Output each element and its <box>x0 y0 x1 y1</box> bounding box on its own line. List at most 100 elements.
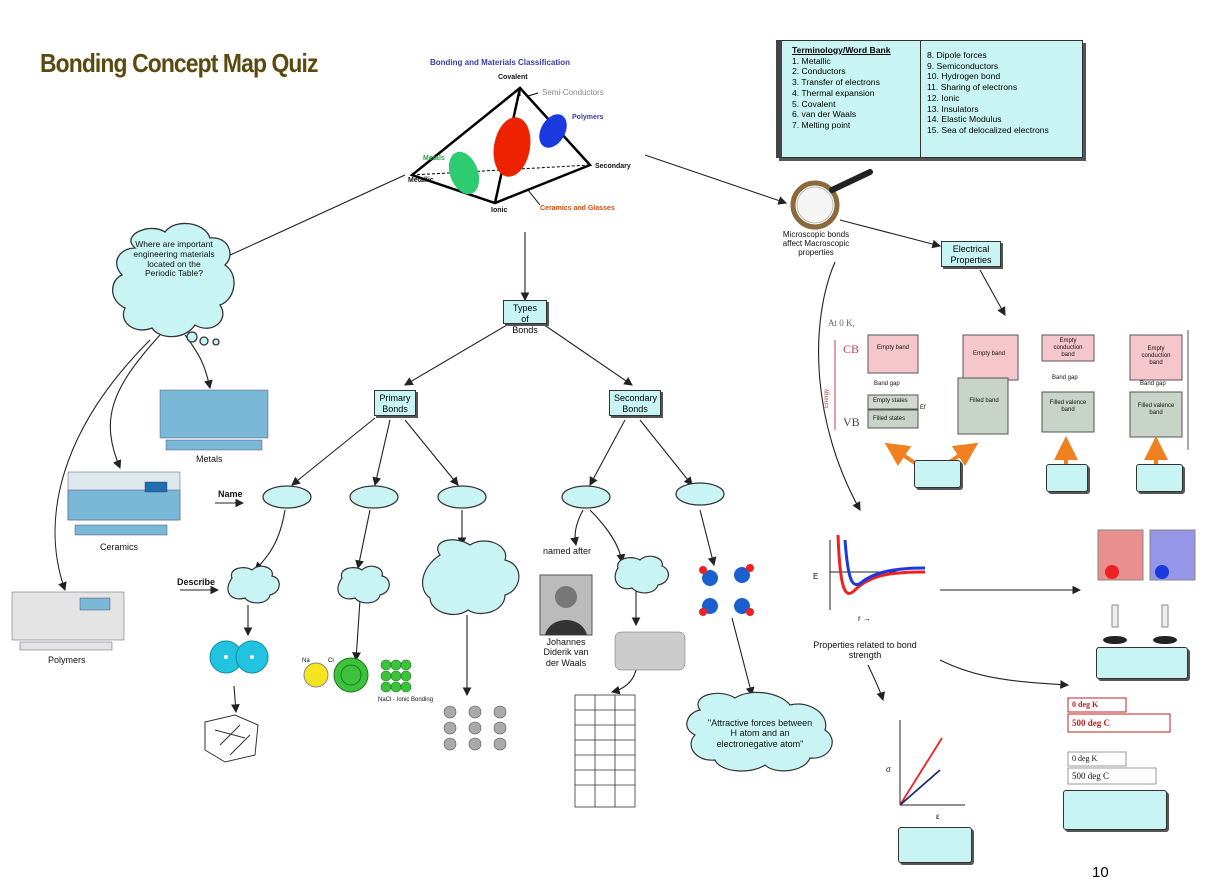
label-cl: Cl <box>328 658 334 664</box>
periodic-table-polymers <box>11 591 125 651</box>
temp-500c-b: 500 deg C <box>1072 771 1109 781</box>
label-energy: Energy <box>824 388 831 408</box>
question-cloud <box>111 222 235 346</box>
label-metallic: Metallic <box>408 177 434 184</box>
ice-lattice-icon <box>574 694 636 808</box>
magnifying-glass-icon <box>790 169 873 230</box>
word-bank-item: 15. Sea of delocalized electrons <box>927 125 1049 136</box>
label-na: Na <box>302 658 310 664</box>
label-at-0k: At 0 K, <box>828 318 855 328</box>
word-bank-item: 10. Hydrogen bond <box>927 71 1001 82</box>
water-molecules-icon <box>699 564 754 616</box>
word-bank: Terminology/Word Bank 1. Metallic 2. Con… <box>776 40 1083 158</box>
label-filled-valence-band-2: Filled valence band <box>1137 403 1175 416</box>
periodic-table-metals <box>159 389 269 451</box>
crystal-structure-icon <box>204 714 259 763</box>
label-band-gap-3: Band gap <box>1140 381 1166 387</box>
label-cb: CB <box>843 342 860 356</box>
temperature-bars <box>1067 697 1171 785</box>
answer-box-melting[interactable] <box>1063 790 1167 830</box>
ionic-atoms-icon <box>303 657 412 693</box>
temp-0k-a: 0 deg K <box>1072 700 1099 709</box>
covalent-atoms-icon <box>209 640 269 674</box>
answer-box-insulator[interactable] <box>1136 464 1183 492</box>
label-hydrogen-bond-quote: "Attractive forces between H atom and an… <box>707 718 813 749</box>
word-bank-item: 13. Insulators <box>927 103 979 114</box>
label-name: Name <box>218 489 243 499</box>
label-filled-states: Filled states <box>873 416 906 422</box>
label-periodic-polymers: Polymers <box>48 655 86 665</box>
label-periodic-ceramics: Ceramics <box>100 542 139 552</box>
metallic-lattice-icon <box>443 705 507 751</box>
label-empty-band: Empty band <box>876 345 910 351</box>
page-title: Bonding Concept Map Quiz <box>40 48 318 78</box>
cloud-question-text: Where are important engineering material… <box>133 239 215 279</box>
van-der-waals-portrait <box>539 574 593 636</box>
label-ceramics-glasses: Ceramics and Glasses <box>540 205 615 212</box>
label-nacl-caption: NaCl - Ionic Bonding <box>378 697 434 703</box>
label-band-gap-2: Band gap <box>1052 375 1078 381</box>
label-r-axis: r → <box>858 614 871 623</box>
label-sigma: σ <box>886 765 891 774</box>
polymer-chain-icon <box>614 631 686 671</box>
label-semiconductors: Semi-Conductors <box>542 88 604 97</box>
label-ionic: Ionic <box>491 207 508 214</box>
label-e-axis: E <box>813 572 819 581</box>
label-named-after: named after <box>543 546 592 556</box>
word-bank-item: 4. Thermal expansion <box>792 87 875 98</box>
node-electrical-properties: Electrical Properties <box>941 241 1001 267</box>
word-bank-item: 11. Sharing of electrons <box>927 82 1018 93</box>
word-bank-item: 1. Metallic <box>792 55 831 66</box>
connector-arrows <box>54 154 1082 714</box>
label-bond-strength: Properties related to bond strength <box>813 640 917 661</box>
label-micro-macro: Microscopic bonds affect Macroscopic pro… <box>782 230 850 258</box>
label-empty-conduction-band-2: Empty conduction band <box>1141 346 1171 366</box>
answer-box-semiconductor[interactable] <box>1046 464 1088 492</box>
label-empty-band-2: Empty band <box>972 351 1006 357</box>
label-filled-band: Filled band <box>969 398 999 404</box>
periodic-table-ceramics <box>67 471 181 536</box>
label-band-gap: Band gap <box>874 381 900 387</box>
answer-clouds <box>227 539 833 772</box>
stress-strain-graph <box>899 720 965 806</box>
node-primary-bonds: Primary Bonds <box>374 390 416 416</box>
word-bank-item: 2. Conductors <box>792 66 846 77</box>
pyramid-heading: Bonding and Materials Classification <box>430 58 571 67</box>
temp-500c-a: 500 deg C <box>1072 718 1110 728</box>
band-diagram <box>834 330 1189 450</box>
word-bank-item: 6. van der Waals <box>792 109 857 120</box>
answer-box-modulus[interactable] <box>898 827 972 863</box>
label-periodic-metals: Metals <box>196 454 223 464</box>
label-epsilon: ε <box>936 812 940 821</box>
label-vb: VB <box>843 415 860 429</box>
answer-ellipses <box>262 482 725 509</box>
answer-box-conductor[interactable] <box>914 460 961 488</box>
word-bank-item: 5. Covalent <box>792 98 836 109</box>
label-filled-valence-band: Filled valence band <box>1049 400 1087 413</box>
energy-distance-graph <box>829 534 926 610</box>
bonding-pyramid <box>409 86 593 206</box>
heating-beakers-icon <box>1097 529 1196 644</box>
word-bank-item: 12. Ionic <box>927 92 960 103</box>
word-bank-item: 9. Semiconductors <box>927 60 999 71</box>
label-polymers: Polymers <box>572 114 604 121</box>
word-bank-item: 14. Elastic Modulus <box>927 114 1002 125</box>
label-empty-conduction-band: Empty conduction band <box>1053 338 1083 358</box>
label-describe: Describe <box>177 577 216 587</box>
answer-box-thermal[interactable] <box>1096 647 1188 679</box>
word-bank-item: 7. Melting point <box>792 120 851 131</box>
label-covalent: Covalent <box>498 74 528 81</box>
word-bank-item: 8. Dipole forces <box>927 50 987 60</box>
page-number: 10 <box>1092 864 1109 881</box>
node-types-of-bonds: Types of Bonds <box>503 300 547 335</box>
label-empty-states: Empty states <box>873 398 908 404</box>
label-ef: Ef <box>920 405 926 411</box>
word-bank-item: 3. Transfer of electrons <box>792 77 880 88</box>
node-secondary-bonds: Secondary Bonds <box>609 390 661 416</box>
temp-0k-b: 0 deg K <box>1072 754 1098 763</box>
word-bank-heading: Terminology/Word Bank <box>792 45 891 55</box>
label-secondary: Secondary <box>595 163 631 170</box>
label-van-der-waals-person: Johannes Diderik van der Waals <box>543 637 589 668</box>
label-metals: Metals <box>423 155 445 162</box>
